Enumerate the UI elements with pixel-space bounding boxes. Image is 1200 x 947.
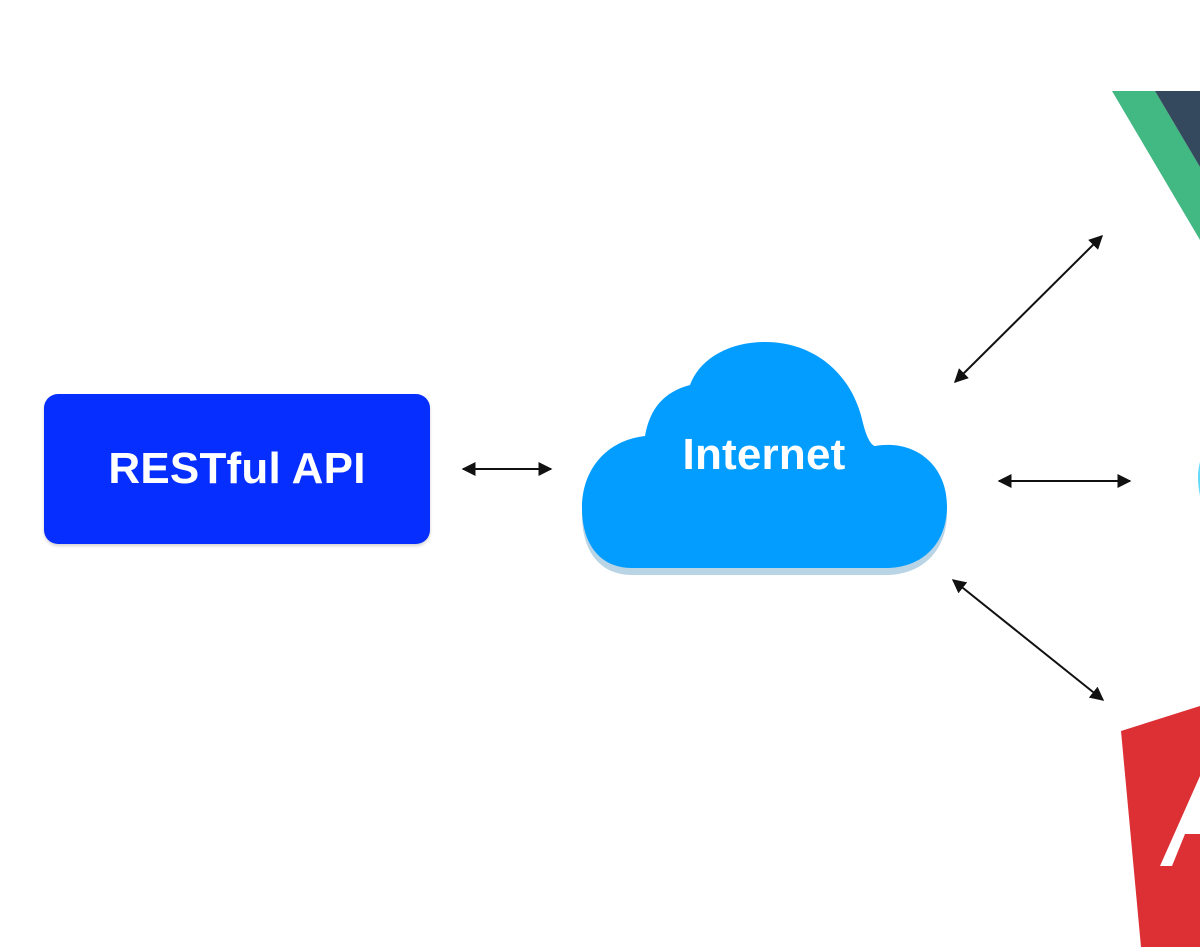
angular-logo-icon <box>1121 706 1200 947</box>
vue-logo-icon <box>1112 91 1200 240</box>
arrow-cloud-angular <box>951 579 1105 701</box>
restful-api-label: RESTful API <box>108 444 366 493</box>
restful-api-box: RESTful API <box>44 394 430 544</box>
internet-cloud <box>582 342 947 575</box>
arrow-cloud-vue <box>954 235 1103 383</box>
internet-label: Internet <box>682 430 846 479</box>
